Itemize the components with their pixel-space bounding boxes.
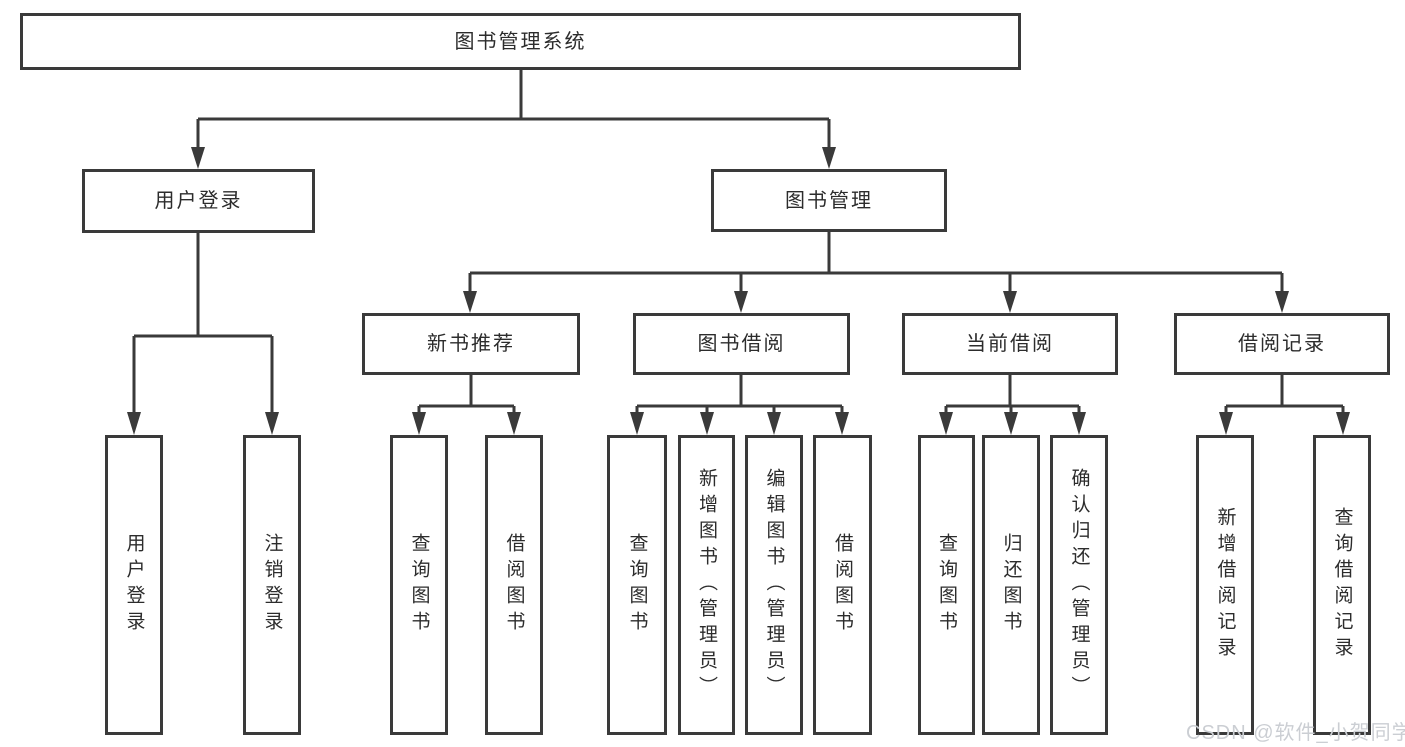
leaf-logout: 注销登录 xyxy=(243,435,301,735)
node-current-borrow: 当前借阅 xyxy=(902,313,1118,375)
leaf-borrow-borrow-book-label: 借阅图书 xyxy=(832,533,853,637)
leaf-current-query-book: 查询图书 xyxy=(918,435,975,735)
leaf-record-add-record: 新增借阅记录 xyxy=(1196,435,1254,735)
leaf-newbook-query-book: 查询图书 xyxy=(390,435,448,735)
leaf-record-query-record-label: 查询借阅记录 xyxy=(1331,507,1353,663)
leaf-borrow-borrow-book: 借阅图书 xyxy=(813,435,872,735)
node-book-management-label: 图书管理 xyxy=(785,189,873,212)
node-book-management: 图书管理 xyxy=(711,169,947,232)
leaf-current-query-book-label: 查询图书 xyxy=(936,533,957,637)
node-current-borrow-label: 当前借阅 xyxy=(966,333,1054,355)
leaf-newbook-borrow-book-label: 借阅图书 xyxy=(503,533,525,637)
leaf-current-confirm-return-admin-label: 确认归还（管理员） xyxy=(1068,468,1090,702)
leaf-borrow-add-book-admin: 新增图书（管理员） xyxy=(678,435,735,735)
node-book-borrow: 图书借阅 xyxy=(633,313,850,375)
leaf-current-return-book-label: 归还图书 xyxy=(1000,533,1022,637)
node-book-borrow-label: 图书借阅 xyxy=(697,333,786,355)
leaf-newbook-query-book-label: 查询图书 xyxy=(408,533,430,637)
leaf-current-confirm-return-admin: 确认归还（管理员） xyxy=(1050,435,1108,735)
leaf-borrow-edit-book-admin-label: 编辑图书（管理员） xyxy=(763,468,785,702)
node-borrow-record: 借阅记录 xyxy=(1174,313,1390,375)
leaf-user-login: 用户登录 xyxy=(105,435,163,735)
node-user-login-label: 用户登录 xyxy=(154,190,243,212)
node-user-login: 用户登录 xyxy=(82,169,315,233)
leaf-borrow-edit-book-admin: 编辑图书（管理员） xyxy=(745,435,803,735)
leaf-borrow-add-book-admin-label: 新增图书（管理员） xyxy=(696,468,717,702)
leaf-borrow-query-book: 查询图书 xyxy=(607,435,667,735)
node-root: 图书管理系统 xyxy=(20,13,1021,70)
leaf-borrow-query-book-label: 查询图书 xyxy=(626,533,648,637)
leaf-current-return-book: 归还图书 xyxy=(982,435,1040,735)
node-new-book-recommend-label: 新书推荐 xyxy=(427,333,515,355)
leaf-record-query-record: 查询借阅记录 xyxy=(1313,435,1371,735)
node-root-label: 图书管理系统 xyxy=(454,30,587,53)
watermark: CSDN @软件_小贺同学 xyxy=(1186,722,1405,744)
leaf-record-add-record-label: 新增借阅记录 xyxy=(1214,507,1236,663)
leaf-newbook-borrow-book: 借阅图书 xyxy=(485,435,543,735)
node-borrow-record-label: 借阅记录 xyxy=(1238,333,1326,355)
node-new-book-recommend: 新书推荐 xyxy=(362,313,580,375)
leaf-logout-label: 注销登录 xyxy=(261,533,283,637)
leaf-user-login-label: 用户登录 xyxy=(123,533,145,637)
